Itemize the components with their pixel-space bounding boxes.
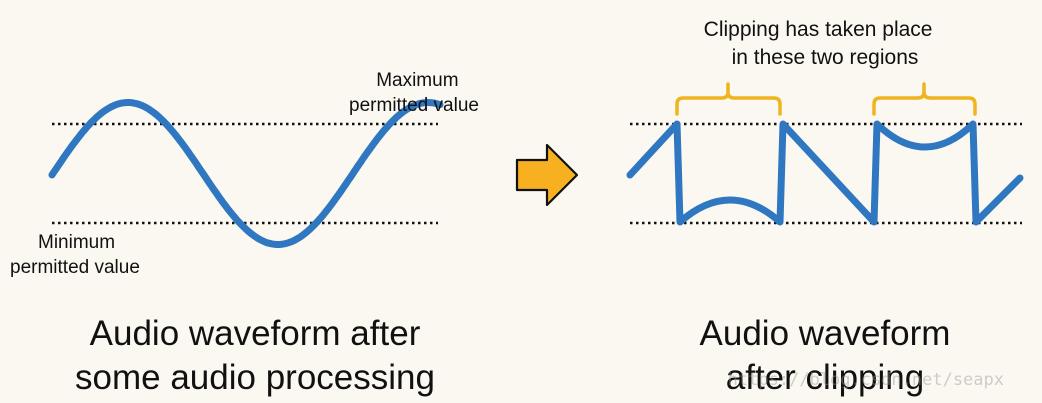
curly-bracket-icon <box>675 82 782 116</box>
left-caption-line-2: some audio processing <box>75 358 435 397</box>
max-label-line-2: permitted value <box>349 95 479 116</box>
right-caption: Audio waveform after clipping <box>655 312 995 400</box>
left-caption-line-1: Audio waveform after <box>89 314 421 353</box>
annotation-line-1: Clipping has taken place <box>704 18 933 41</box>
sine-waveform <box>48 99 444 248</box>
watermark: https://blog.csdn.net/seapx <box>727 370 1004 390</box>
curly-bracket-icon <box>872 82 977 116</box>
right-arrow-icon <box>515 143 579 207</box>
left-panel: Maximum permitted value Minimum permitte… <box>10 70 479 278</box>
left-caption: Audio waveform after some audio processi… <box>20 312 490 400</box>
max-label: Maximum permitted value <box>349 70 479 116</box>
max-label-line-1: Maximum <box>376 70 458 91</box>
annotation-line-2: in these two regions <box>732 46 919 69</box>
clipped-waveform <box>626 120 1024 226</box>
right-caption-line-1: Audio waveform <box>699 314 951 353</box>
min-label-line-2: permitted value <box>10 257 140 278</box>
min-label-line-1: Minimum <box>38 232 115 253</box>
min-label: Minimum permitted value <box>10 232 140 278</box>
clipping-annotation: Clipping has taken place in these two re… <box>704 18 939 69</box>
right-caption-line-2: after clipping <box>725 358 925 397</box>
right-panel: Clipping has taken place in these two re… <box>626 18 1024 226</box>
